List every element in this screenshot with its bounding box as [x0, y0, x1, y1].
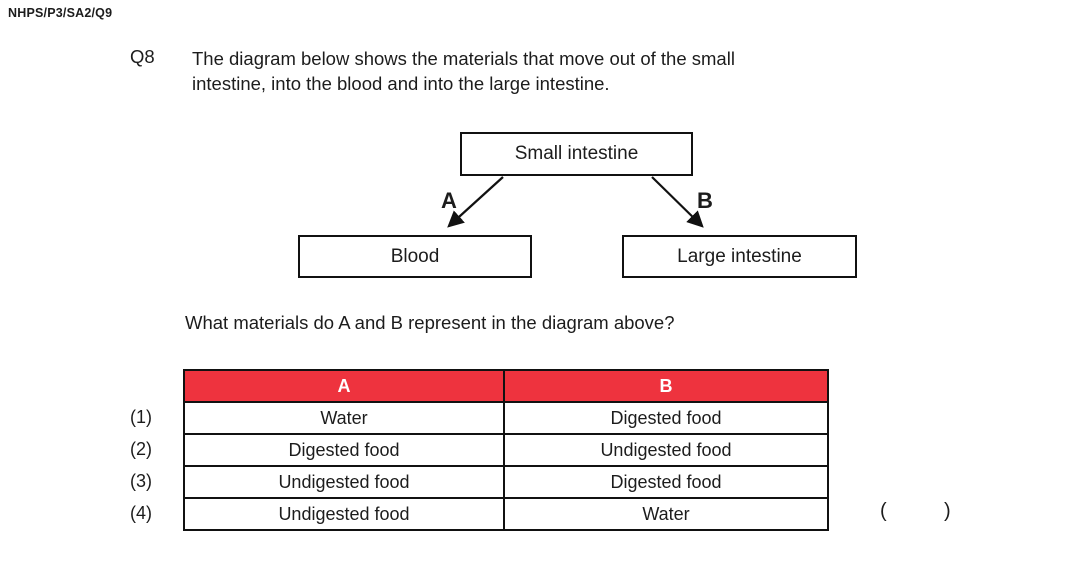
question-number: Q8: [130, 46, 155, 67]
table-header-b: B: [503, 369, 829, 403]
option-number-3: (3): [130, 471, 152, 491]
option-2-cell-a: Digested food: [183, 433, 505, 467]
arrow-label-b: B: [697, 188, 713, 213]
table-row-3: Undigested food Digested food: [183, 465, 829, 499]
diagram-box-small-intestine: Small intestine: [460, 132, 693, 176]
table-row-4: Undigested food Water: [183, 497, 829, 531]
option-3-cell-a: Undigested food: [183, 465, 505, 499]
answer-bracket-open: (: [880, 500, 887, 522]
diagram-box-large-intestine: Large intestine: [622, 235, 857, 278]
table-row-1: Water Digested food: [183, 401, 829, 435]
arrow-a-icon: [447, 176, 504, 228]
option-3-cell-b: Digested food: [503, 465, 829, 499]
diagram-box-blood: Blood: [298, 235, 532, 278]
question-text-line1: The diagram below shows the materials th…: [192, 48, 735, 69]
table-header-row: A B: [183, 369, 829, 403]
option-number-4: (4): [130, 503, 152, 523]
option-number-1: (1): [130, 407, 152, 427]
option-4-cell-b: Water: [503, 497, 829, 531]
arrow-label-a: A: [441, 188, 457, 213]
option-number-2: (2): [130, 439, 152, 459]
option-4-cell-a: Undigested food: [183, 497, 505, 531]
table-row-2: Digested food Undigested food: [183, 433, 829, 467]
option-1-cell-a: Water: [183, 401, 505, 435]
answer-bracket-close: ): [944, 500, 951, 522]
option-1-cell-b: Digested food: [503, 401, 829, 435]
reference-code: NHPS/P3/SA2/Q9: [8, 6, 113, 20]
options-table: A B Water Digested food Digested food Un…: [183, 369, 829, 531]
arrow-b-icon: [651, 176, 704, 228]
question-text-line2: intestine, into the blood and into the l…: [192, 73, 610, 94]
table-header-a: A: [183, 369, 505, 403]
option-2-cell-b: Undigested food: [503, 433, 829, 467]
question-text: The diagram below shows the materials th…: [192, 46, 902, 96]
question-prompt: What materials do A and B represent in t…: [185, 312, 675, 333]
